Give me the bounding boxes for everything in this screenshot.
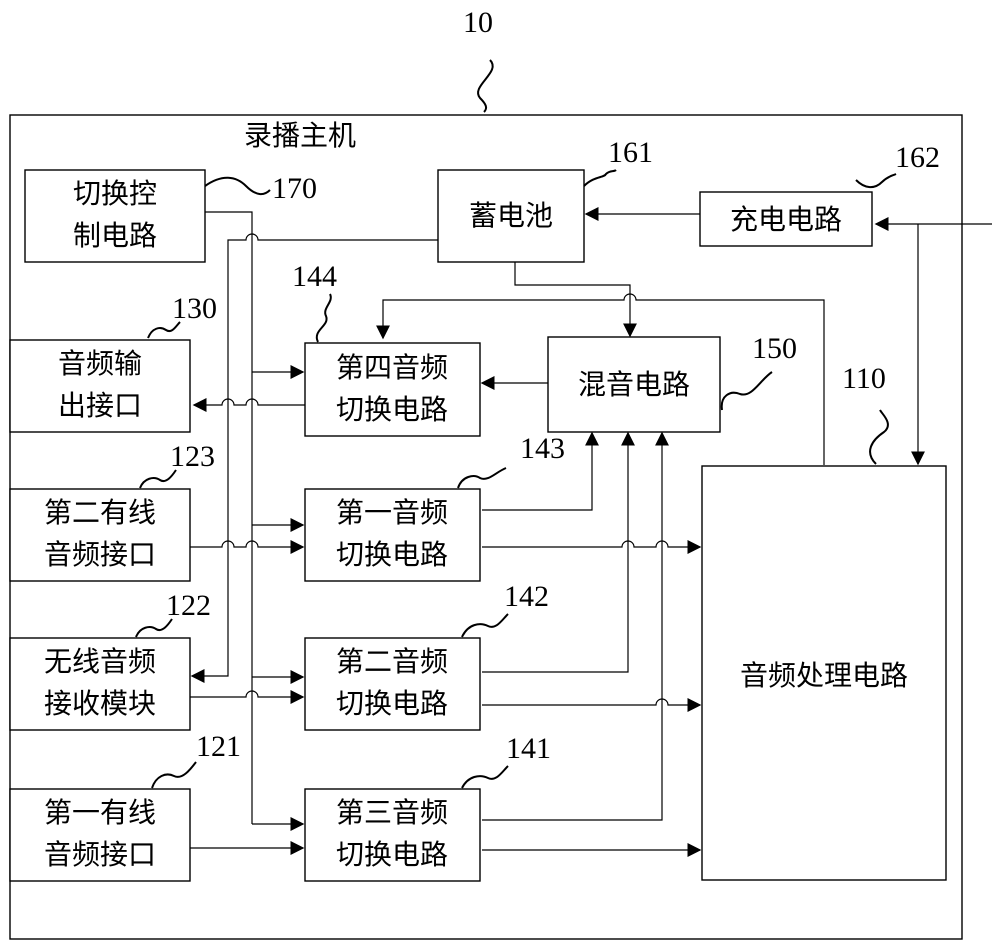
audio-out-block: 音频输 出接口 — [9, 339, 191, 433]
wired2-line1: 第二有线 — [44, 496, 156, 529]
switch3-block: 第三音频 切换电路 — [304, 788, 481, 882]
ref-161: 161 — [608, 136, 653, 169]
wireless-line1: 无线音频 — [44, 645, 156, 678]
ref-162: 162 — [895, 141, 940, 174]
ref-150-leader — [720, 371, 773, 411]
ref-143: 143 — [520, 432, 565, 465]
wired1-line2: 音频接口 — [44, 838, 156, 871]
ref-121-leader — [151, 761, 197, 789]
wired1-line1: 第一有线 — [44, 796, 156, 829]
ref-122-leader — [135, 618, 173, 638]
processor-to-switch4 — [376, 293, 825, 465]
ref-162-leader — [855, 173, 897, 188]
wired2-block: 第二有线 音频接口 — [9, 488, 191, 582]
battery-to-wireless — [190, 233, 438, 683]
ref-10-leader — [477, 59, 494, 113]
wired2-line2: 音频接口 — [44, 538, 156, 571]
switch1-to-mixer — [482, 431, 599, 511]
switch-control-block: 切换控 制电路 — [24, 169, 206, 263]
switch1-block: 第一音频 切换电路 — [304, 488, 481, 582]
ref-123-leader — [139, 469, 177, 489]
processor-label: 音频处理电路 — [740, 659, 908, 692]
charging-block: 充电电路 — [699, 191, 873, 247]
ref-150: 150 — [752, 332, 797, 365]
ref-170-leader — [204, 176, 271, 196]
switch4-line2: 切换电路 — [336, 393, 448, 426]
switch3-to-mixer — [482, 431, 669, 821]
audio-out-line2: 出接口 — [58, 389, 142, 422]
ref-122: 122 — [166, 589, 211, 622]
switch-control-line1: 切换控 — [73, 177, 157, 210]
switch1-line1: 第一音频 — [336, 496, 448, 529]
ref-121: 121 — [196, 730, 241, 763]
charging-label: 充电电路 — [730, 203, 842, 236]
ref-130-leader — [147, 321, 181, 339]
switch4-line1: 第四音频 — [336, 351, 448, 384]
switch2-to-mixer — [482, 431, 635, 673]
ref-110: 110 — [842, 362, 886, 395]
ref-141-leader — [461, 765, 509, 789]
wireless-to-switch2 — [190, 690, 305, 704]
ref-141: 141 — [506, 732, 551, 765]
ref-130: 130 — [172, 292, 217, 325]
wired2-to-switch1 — [190, 540, 305, 554]
ref-143-leader — [457, 467, 507, 489]
wireless-block: 无线音频 接收模块 — [9, 637, 191, 731]
switch2-line2: 切换电路 — [336, 687, 448, 720]
switch4-block: 第四音频 切换电路 — [304, 342, 481, 437]
battery-to-mixer — [514, 262, 637, 338]
mixer-block: 混音电路 — [547, 336, 721, 433]
switch3-line1: 第三音频 — [336, 796, 448, 829]
processor-block: 音频处理电路 — [701, 465, 947, 881]
switch2-line1: 第二音频 — [336, 645, 448, 678]
ref-144: 144 — [292, 260, 337, 293]
ref-170: 170 — [272, 172, 317, 205]
control-bus — [205, 211, 253, 824]
ref-144-leader — [315, 293, 332, 343]
switch2-block: 第二音频 切换电路 — [304, 637, 481, 731]
wireless-line2: 接收模块 — [44, 687, 156, 720]
battery-block: 蓄电池 — [437, 169, 585, 263]
wired1-block: 第一有线 音频接口 — [9, 788, 191, 882]
audio-out-line1: 音频输 — [58, 347, 142, 380]
ref-123: 123 — [170, 440, 215, 473]
mixer-label: 混音电路 — [578, 368, 690, 401]
ref-142-leader — [461, 613, 509, 638]
battery-label: 蓄电池 — [469, 199, 553, 232]
switch4-to-audio-out — [192, 398, 305, 412]
ref-10: 10 — [463, 6, 493, 39]
switch1-to-processor — [482, 540, 702, 554]
ref-110-leader — [869, 409, 889, 465]
host-label: 录播主机 — [244, 119, 356, 152]
switch-control-line2: 制电路 — [73, 219, 157, 252]
switch1-line2: 切换电路 — [336, 538, 448, 571]
ref-142: 142 — [504, 580, 549, 613]
switch3-line2: 切换电路 — [336, 838, 448, 871]
ref-161-leader — [583, 169, 617, 187]
switch2-to-processor — [482, 698, 702, 712]
